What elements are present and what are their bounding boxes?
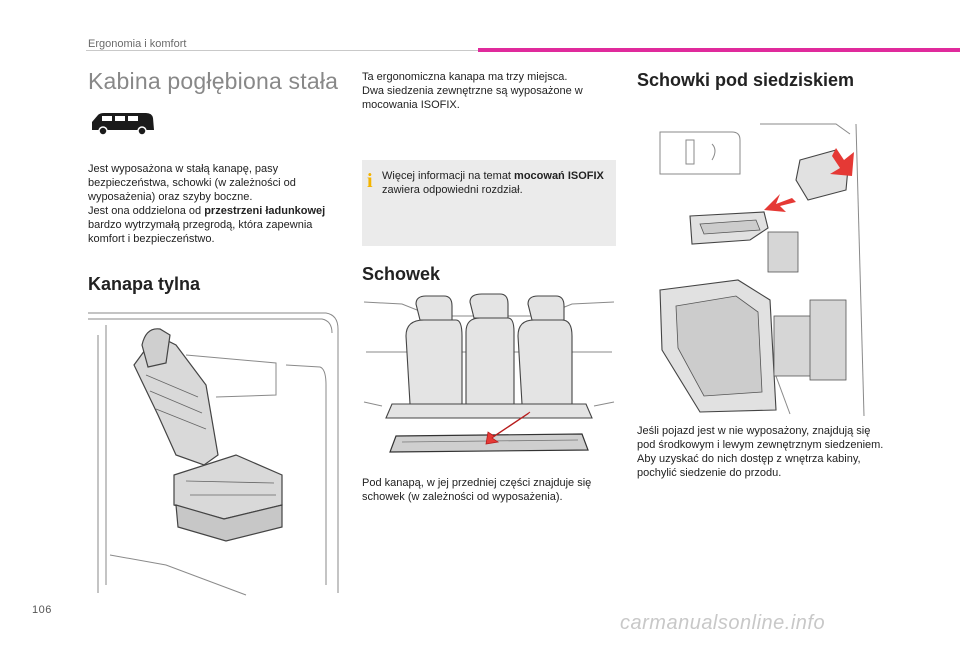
header-accent-bar [478,48,960,52]
van-icon [92,113,154,136]
bench-intro-2: Dwa siedzenia zewnętrzne są wyposażone w… [362,85,583,111]
info-text: Więcej informacji na temat mocowań ISOFI… [382,169,608,197]
bench-storage-illustration [363,293,615,453]
under-seat-description-1: Jeśli pojazd jest w nie wyposażony, znaj… [637,425,884,451]
rear-bench-illustration [88,312,339,596]
info-icon: i [367,170,373,192]
cabin-description-1: Jest wyposażona w stałą kanapę, pasy bez… [88,163,296,203]
cabin-description-2: Jest ona oddzielona od [88,205,205,217]
bench-intro: Ta ergonomiczna kanapa ma trzy miejsca. … [362,70,607,112]
under-seat-description-2: Aby uzyskać do nich dostęp z wnętrza kab… [637,453,861,479]
storage-description: Pod kanapą, w jej przedniej części znajd… [362,477,592,503]
bench-intro-1: Ta ergonomiczna kanapa ma trzy miejsca. [362,71,568,83]
cabin-description-3: bardzo wytrzymałą przegrodą, która zapew… [88,219,313,245]
cabin-description-bold: przestrzeni ładunkowej [204,205,326,217]
info-box [362,160,616,246]
under-seat-storage-illustration [659,123,865,416]
info-text-2: zawiera odpowiedni rozdział. [382,184,523,196]
watermark: carmanualsonline.info [620,612,826,634]
under-seat-description: Jeśli pojazd jest w nie wyposażony, znaj… [637,424,887,480]
cabin-description: Jest wyposażona w stałą kanapę, pasy bez… [88,162,338,246]
page-number: 106 [32,604,52,616]
info-text-1: Więcej informacji na temat [382,170,515,182]
header-rule [86,50,478,51]
page-title: Kabina pogłębiona stała [88,68,339,94]
info-text-bold: mocowań ISOFIX [514,170,604,182]
rear-bench-heading: Kanapa tylna [88,274,201,294]
under-seat-storage-heading: Schowki pod siedziskiem [637,70,855,90]
section-header: Ergonomia i komfort [88,38,187,50]
storage-heading: Schowek [362,264,441,284]
